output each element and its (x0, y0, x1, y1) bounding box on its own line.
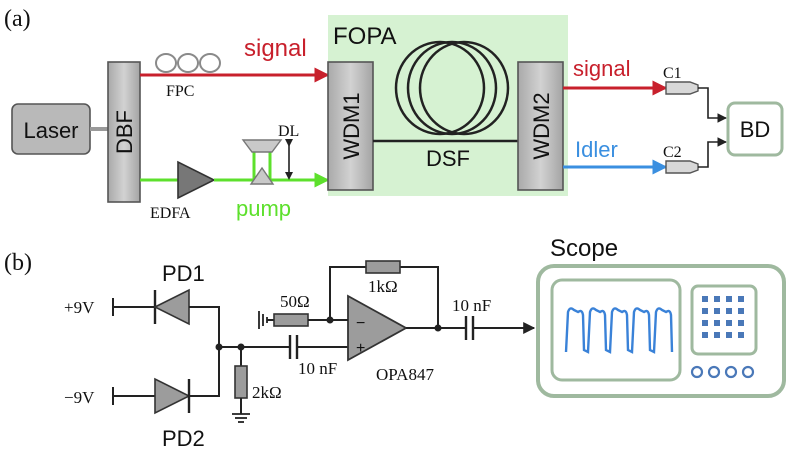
opamp-minus: − (356, 315, 365, 332)
r2k-label: 2kΩ (252, 383, 282, 402)
pd1-diode-icon (153, 288, 190, 326)
panel-a-label: (a) (4, 6, 31, 32)
bd-label: BD (740, 117, 771, 142)
scope-knobs-icon (690, 365, 755, 379)
ground-icon-1 (232, 413, 250, 423)
feedback-wire (329, 266, 439, 328)
edfa-label: EDFA (150, 205, 191, 222)
cap-in-icon (288, 335, 299, 359)
dl-label: DL (278, 123, 299, 140)
bd-box (726, 101, 784, 157)
scope-screen (550, 278, 682, 382)
junction-node-1 (215, 343, 223, 351)
delay-prism-top-icon (241, 139, 283, 153)
dsf-spool-icon (394, 40, 510, 136)
pump-label: pump (236, 196, 291, 221)
wdm2-box (517, 61, 564, 191)
collimator-c1-icon (665, 81, 699, 95)
cap-in-label: 10 nF (298, 359, 337, 378)
c2-to-bd-path (698, 137, 727, 168)
signal-output-label: signal (573, 56, 630, 81)
opamp-plus: + (356, 340, 365, 357)
ground-icon-2 (258, 311, 268, 329)
wdm1-label: WDM1 (339, 92, 364, 159)
c1-label: C1 (663, 65, 682, 82)
panel-b-label: (b) (4, 250, 32, 276)
pd1-label: PD1 (162, 261, 205, 286)
dsf-label: DSF (426, 146, 470, 171)
signal-input-label: signal (244, 35, 307, 62)
fpc-icon (155, 53, 221, 73)
c2-label: C2 (663, 144, 682, 161)
c1-to-bd-path (698, 87, 727, 123)
scope-keypad (690, 284, 758, 356)
dbf-label: DBF (112, 110, 137, 154)
scope-label: Scope (550, 235, 618, 262)
r50-label: 50Ω (280, 292, 310, 311)
junction-node-4 (434, 324, 442, 332)
idler-label: Idler (575, 137, 618, 162)
laser-label: Laser (23, 118, 78, 143)
collimator-c2-icon (665, 160, 699, 174)
r50-resistor (273, 313, 309, 327)
pd2-label: PD2 (162, 426, 205, 451)
delay-prism-bottom-icon (249, 166, 275, 185)
cap-out-label: 10 nF (452, 296, 491, 315)
r1k-label: 1kΩ (368, 277, 398, 296)
fpc-label: FPC (166, 83, 194, 100)
r2k-resistor (234, 365, 248, 399)
scope-trace (564, 307, 674, 354)
r1k-resistor (365, 260, 401, 274)
edfa-amplifier-icon (177, 160, 216, 200)
wdm1-box (327, 61, 374, 191)
cap-out-icon (464, 316, 475, 340)
opamp-label: OPA847 (376, 365, 434, 384)
wdm2-label: WDM2 (529, 92, 554, 159)
vneg-label: −9V (64, 388, 95, 407)
pd2-diode-icon (154, 377, 191, 415)
fopa-label: FOPA (333, 23, 397, 50)
vpos-label: +9V (64, 298, 95, 317)
opamp-icon (347, 294, 408, 362)
pd1-wire-right (189, 306, 220, 347)
scope-keypad-buttons-icon (702, 296, 744, 338)
dbf-box (107, 61, 141, 203)
pd2-wire-right (189, 347, 220, 397)
